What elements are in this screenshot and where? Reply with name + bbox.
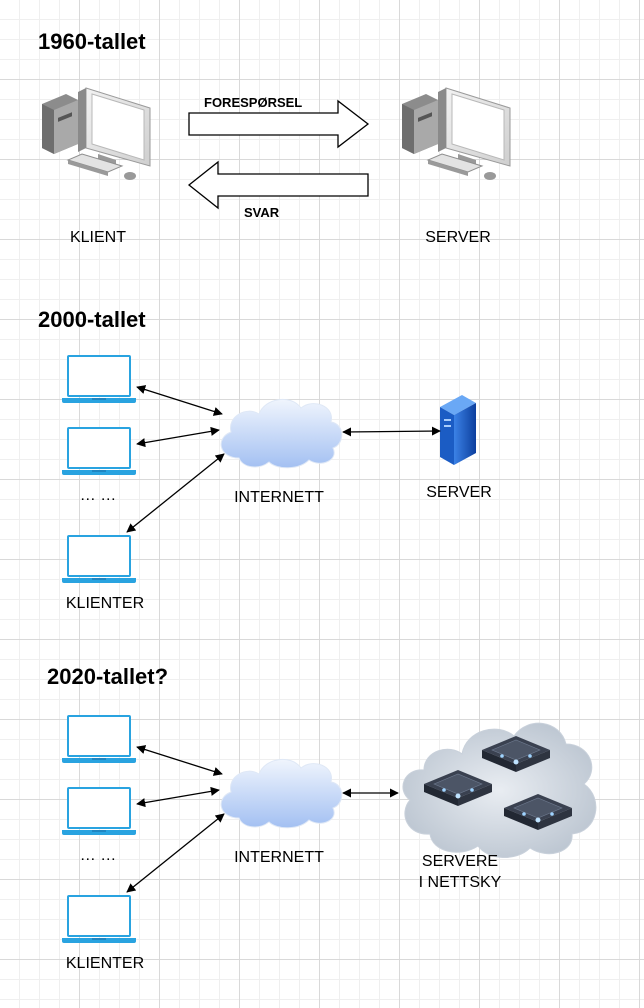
servers-label: I NETTSKY: [419, 874, 502, 891]
laptop-icon: [61, 355, 137, 404]
desktop-computer-icon: [41, 87, 151, 181]
connection-arrow: [136, 786, 220, 808]
section-1960: 1960-tallet FORESPØRSEL SVAR KLIENT SERV…: [38, 29, 511, 246]
server-label: SERVER: [425, 229, 491, 246]
response-label: SVAR: [244, 205, 280, 220]
laptop-icon: [61, 427, 137, 476]
internet-label: INTERNETT: [234, 489, 324, 506]
laptop-icon: [61, 895, 137, 944]
clients-label: KLIENTER: [66, 595, 144, 612]
section-heading: 2020-tallet?: [47, 664, 168, 689]
connection-arrow: [126, 813, 225, 893]
connection-arrow: [126, 453, 225, 533]
ellipsis-label: … …: [80, 847, 116, 864]
request-arrow: [188, 99, 370, 149]
response-arrow: [187, 160, 369, 210]
section-2020: 2020-tallet? … … KLIENTER INTERNETT SERV…: [47, 664, 597, 972]
section-2000: 2000-tallet … … KLIENTER INTERNETT SERVE…: [38, 307, 492, 612]
client-label: KLIENT: [70, 229, 126, 246]
server-tower-icon: [440, 395, 476, 465]
clients-label: KLIENTER: [66, 955, 144, 972]
connection-arrow: [136, 426, 220, 448]
internet-cloud-icon: [220, 758, 343, 829]
servers-label: SERVERE: [422, 853, 498, 870]
desktop-computer-icon: [401, 87, 511, 181]
connection-arrow: [136, 745, 223, 776]
laptop-icon: [61, 715, 137, 764]
laptop-icon: [61, 787, 137, 836]
internet-label: INTERNETT: [234, 849, 324, 866]
section-heading: 1960-tallet: [38, 29, 146, 54]
ellipsis-label: … …: [80, 487, 116, 504]
connection-arrow: [136, 385, 223, 416]
section-heading: 2000-tallet: [38, 307, 146, 332]
internet-cloud-icon: [220, 398, 343, 469]
connection-arrow: [342, 426, 441, 437]
cloud-servers-icon: [402, 722, 597, 859]
laptop-icon: [61, 535, 137, 584]
server-label: SERVER: [426, 484, 492, 501]
request-label: FORESPØRSEL: [204, 95, 302, 110]
